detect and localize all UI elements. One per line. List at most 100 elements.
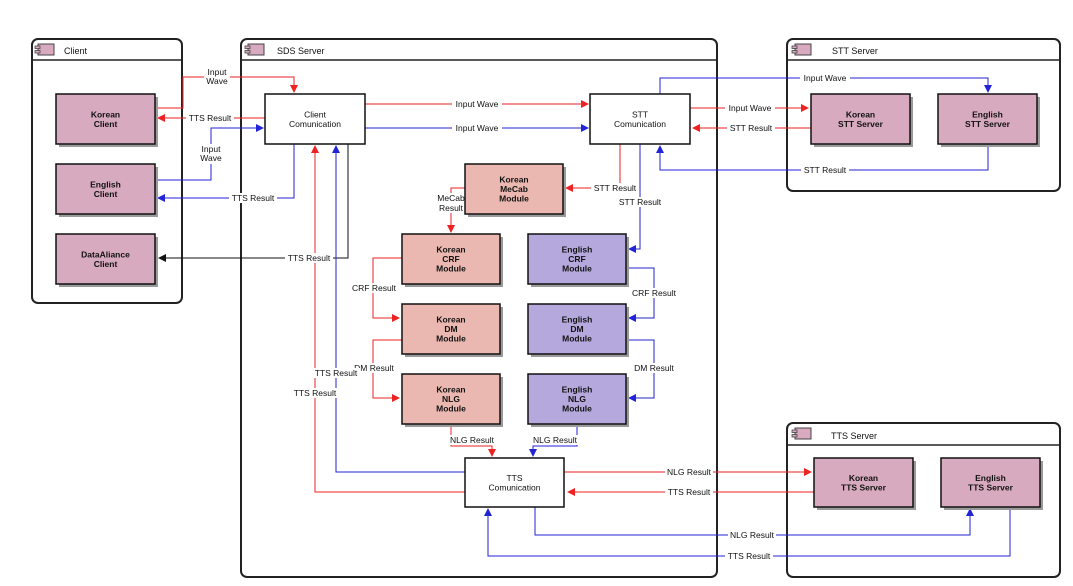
node-box (527, 373, 627, 425)
edge-tts-result-to-english-client (157, 144, 295, 202)
label-mecab-result: MeCab Result (436, 193, 466, 213)
label-tts-result-korean: TTS Result (186, 113, 234, 123)
node-label-line: MeCab (500, 184, 528, 194)
node-box (401, 373, 501, 425)
svg-text:Input Wave: Input Wave (456, 99, 499, 109)
node-label-line: Korean (846, 109, 875, 119)
node-label-line: Client (94, 119, 118, 129)
node-label-line: CRF (568, 254, 585, 264)
node-label-line: Client (94, 259, 118, 269)
client-container-title: Client (64, 46, 88, 56)
svg-text:TTS Result: TTS Result (315, 368, 358, 378)
node-label-line: Client (304, 109, 326, 119)
stt-server-container: STT Server (786, 38, 1061, 192)
edge-input-wave-korean-client (155, 76, 298, 109)
label-english-crf-result: CRF Result (630, 288, 678, 298)
node-label-line: DM (570, 324, 583, 334)
svg-text:Wave: Wave (206, 76, 228, 86)
node-box (55, 233, 156, 285)
node-label-line: STT Server (838, 119, 884, 129)
svg-text:STT Result: STT Result (619, 197, 662, 207)
node-label-line: Korean (499, 175, 528, 185)
tts-server-container-title: TTS Server (831, 431, 877, 441)
label-korean-dm-result: DM Result (353, 363, 395, 373)
node-box (264, 93, 366, 145)
node-box (464, 457, 565, 508)
label-english-dm-result: DM Result (633, 363, 675, 373)
label-nlg-result-to-korean-tts: NLG Result (665, 467, 713, 477)
node-label-line: TTS Server (968, 482, 1014, 492)
node-label-line: Module (499, 194, 529, 204)
component-icon (34, 43, 55, 56)
svg-text:TTS Result: TTS Result (668, 487, 711, 497)
component-icon (244, 43, 265, 56)
node-label-line: English (90, 179, 121, 189)
label-input-wave-red: Input Wave (452, 99, 502, 109)
sds-server-container-title: SDS Server (277, 46, 325, 56)
node-box (589, 93, 691, 145)
node-label-line: Module (436, 264, 466, 274)
svg-text:STT Result: STT Result (594, 183, 637, 193)
node-label-line: Comunication (289, 119, 341, 129)
label-nlg-result-to-english-tts: NLG Result (728, 530, 776, 540)
stt-server-container-title: STT Server (832, 46, 878, 56)
node-box (55, 93, 156, 145)
node-label-line: Module (436, 334, 466, 344)
node-label-line: English (975, 473, 1006, 483)
node-box (813, 457, 914, 508)
svg-text:Input Wave: Input Wave (729, 103, 772, 113)
node-label-line: NLG (442, 394, 460, 404)
node-box (55, 163, 156, 215)
node-box (527, 233, 627, 285)
node-label-line: STT Server (965, 119, 1011, 129)
svg-text:Input: Input (208, 67, 228, 77)
node-box (940, 457, 1041, 508)
label-tts-result-blue: TTS Result (312, 368, 360, 378)
edge-mecab-result (447, 187, 465, 233)
svg-text:Result: Result (439, 203, 464, 213)
node-label-line: TTS Server (841, 482, 887, 492)
svg-text:TTS Result: TTS Result (232, 193, 275, 203)
node-label-line: Module (562, 404, 592, 414)
node-label-line: NLG (568, 394, 586, 404)
label-stt-result-korean-stt: STT Result (727, 123, 775, 133)
node-label-line: Comunication (489, 482, 541, 492)
svg-text:TTS Result: TTS Result (294, 388, 337, 398)
node-box (937, 93, 1038, 145)
component-icon (791, 427, 812, 440)
svg-text:TTS Result: TTS Result (189, 113, 232, 123)
node-label-line: STT (632, 109, 648, 119)
node-box (810, 93, 911, 145)
label-korean-nlg-result: NLG Result (448, 435, 496, 445)
node-label-line: Module (436, 404, 466, 414)
node-label-line: DM (444, 324, 457, 334)
node-box (464, 163, 564, 215)
node-box (527, 303, 627, 355)
node-label-line: Comunication (614, 119, 666, 129)
node-box (401, 303, 501, 355)
component-icon (791, 43, 812, 56)
svg-text:STT Result: STT Result (804, 165, 847, 175)
label-tts-result-english: TTS Result (229, 193, 277, 203)
edge-tts-result-to-dataaliance-client (158, 144, 349, 262)
svg-text:TTS Result: TTS Result (728, 551, 771, 561)
svg-text:NLG Result: NLG Result (450, 435, 495, 445)
node-label-line: Korean (436, 385, 465, 395)
label-input-wave-english: Input Wave (198, 144, 224, 164)
node-label-line: Client (94, 189, 118, 199)
svg-text:NLG Result: NLG Result (730, 530, 775, 540)
node-label-line: Module (562, 334, 592, 344)
node-box (401, 233, 501, 285)
node-label-line: Module (562, 264, 592, 274)
node-label-line: Korean (849, 473, 878, 483)
